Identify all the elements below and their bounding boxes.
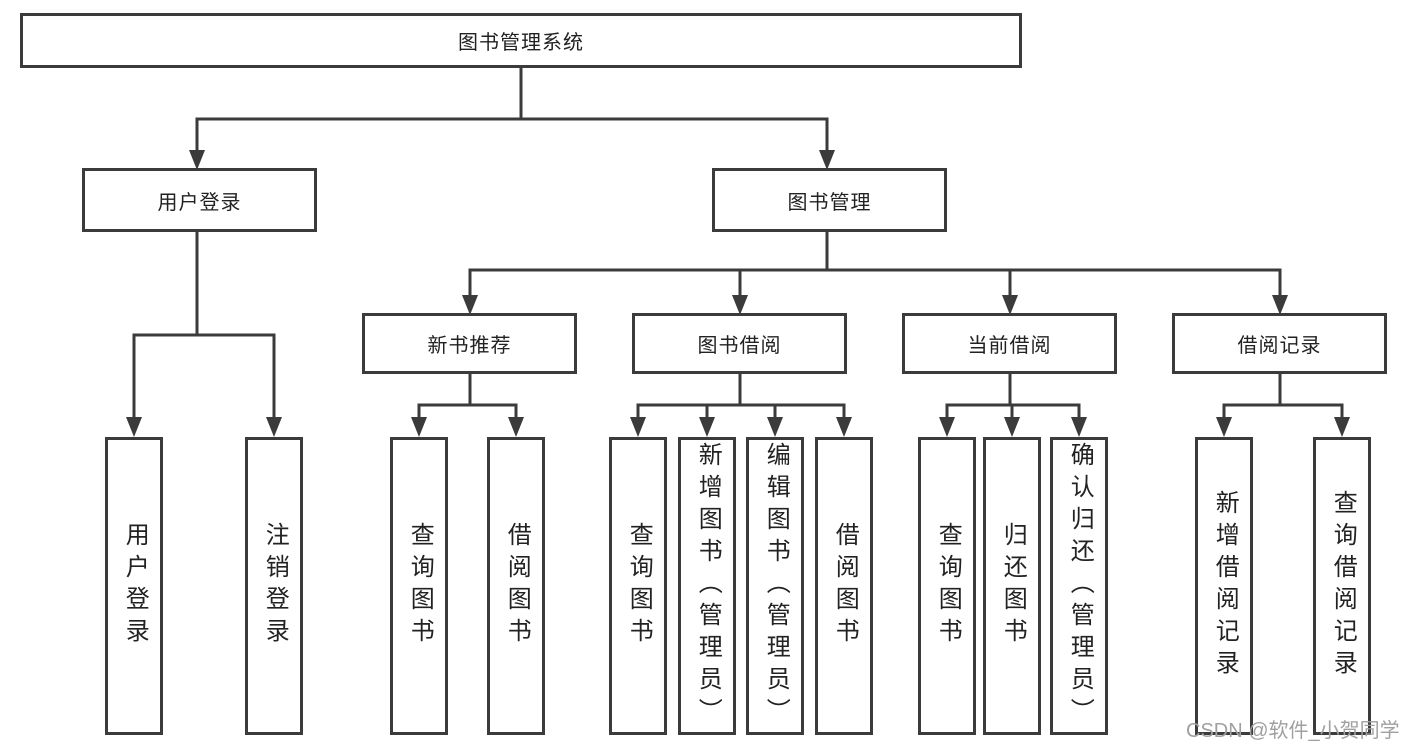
node-new-book-recommend: 新书推荐 <box>362 313 577 374</box>
node-current-borrow: 当前借阅 <box>902 313 1117 374</box>
leaf-logout: 注销登录 <box>245 437 303 735</box>
node-label: 当前借阅 <box>967 335 1052 357</box>
leaf-return-books: 归还图书 <box>983 437 1041 735</box>
watermark: CSDN @软件_小贺同学 <box>1186 720 1400 742</box>
node-label: 查询图书 <box>934 522 962 650</box>
leaf-query-books-borrow: 查询图书 <box>609 437 667 735</box>
leaf-add-borrow-record: 新增借阅记录 <box>1195 437 1253 735</box>
node-label: 查询图书 <box>625 522 653 650</box>
leaf-edit-books-admin: 编辑图书（管理员） <box>746 437 804 735</box>
node-label: 新增借阅记录 <box>1211 490 1239 682</box>
node-label: 查询借阅记录 <box>1329 490 1357 682</box>
leaf-add-books-admin: 新增图书（管理员） <box>678 437 736 735</box>
leaf-borrow-books-recommend: 借阅图书 <box>487 437 545 735</box>
node-library-system: 图书管理系统 <box>20 13 1022 68</box>
node-label: 用户登录 <box>121 522 149 650</box>
leaf-user-login: 用户登录 <box>105 437 163 735</box>
node-label: 借阅图书 <box>503 522 531 650</box>
leaf-query-books-current: 查询图书 <box>918 437 976 735</box>
node-label: 图书借阅 <box>697 335 782 357</box>
node-label: 编辑图书（管理员） <box>762 442 790 730</box>
node-label: 确认归还（管理员） <box>1066 442 1094 730</box>
node-label: 新增图书（管理员） <box>694 442 722 730</box>
node-label: 查询图书 <box>406 522 434 650</box>
node-book-borrow: 图书借阅 <box>632 313 847 374</box>
node-label: 借阅记录 <box>1237 335 1322 357</box>
node-label: 注销登录 <box>261 522 289 650</box>
node-label: 归还图书 <box>999 522 1027 650</box>
leaf-query-books-recommend: 查询图书 <box>390 437 448 735</box>
node-book-management: 图书管理 <box>712 168 947 232</box>
node-borrow-records: 借阅记录 <box>1172 313 1387 374</box>
node-label: 新书推荐 <box>427 335 512 357</box>
node-label: 用户登录 <box>157 191 242 214</box>
node-label: 图书管理系统 <box>458 32 584 54</box>
leaf-borrow-books: 借阅图书 <box>815 437 873 735</box>
node-label: 借阅图书 <box>831 522 859 650</box>
leaf-confirm-return-admin: 确认归还（管理员） <box>1050 437 1108 735</box>
node-label: 图书管理 <box>787 191 872 214</box>
leaf-query-borrow-record: 查询借阅记录 <box>1313 437 1371 735</box>
node-user-login: 用户登录 <box>82 168 317 232</box>
